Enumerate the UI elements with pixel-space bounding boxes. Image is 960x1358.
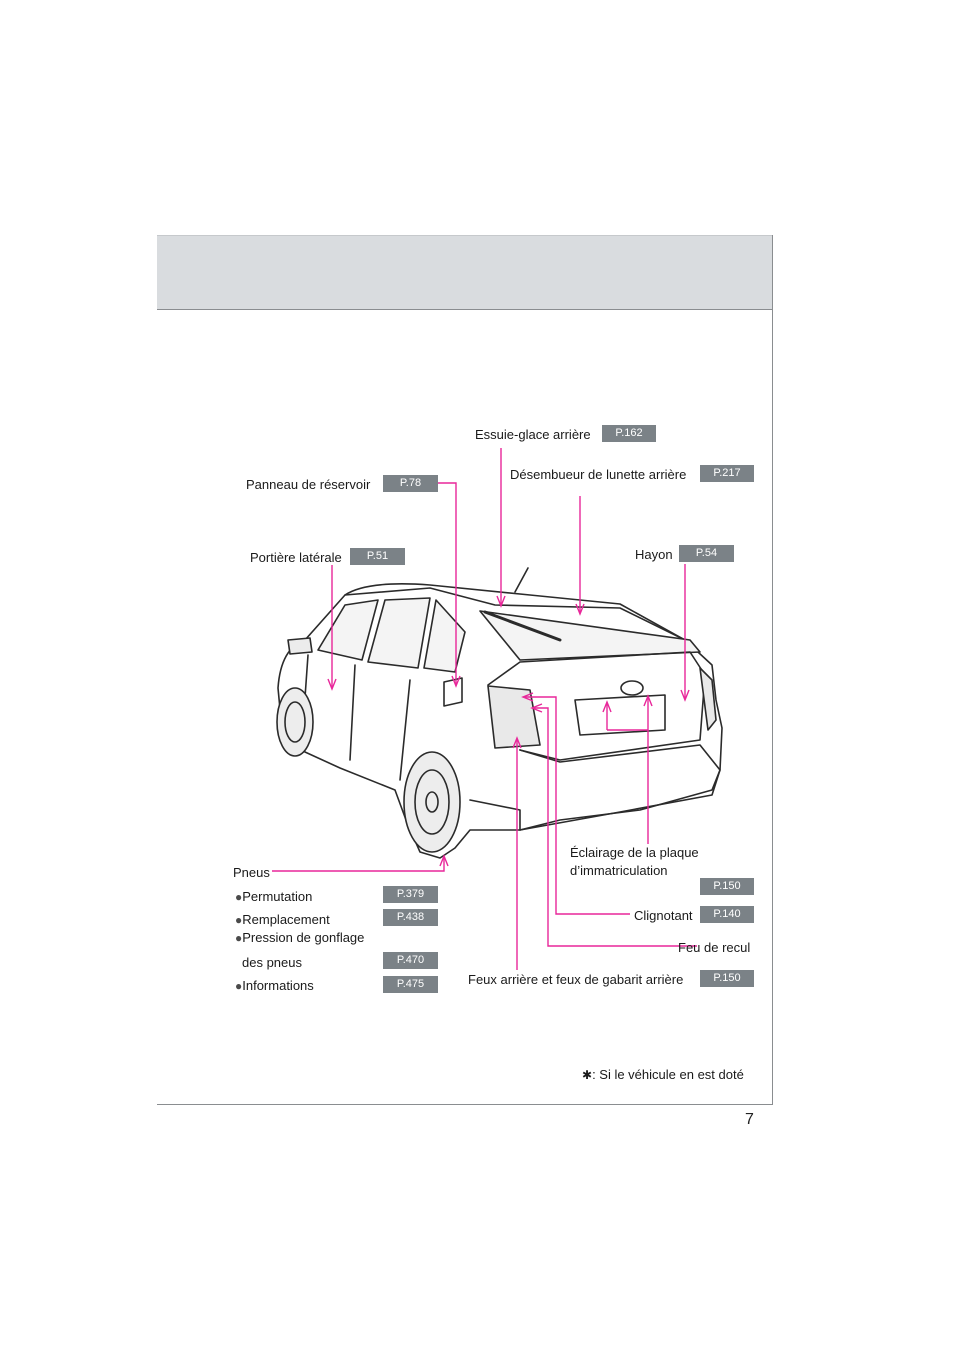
bullet-icon: ●	[235, 913, 243, 927]
ref-feux-arriere[interactable]: P.150	[700, 970, 754, 987]
ref-informations[interactable]: P.475	[383, 976, 438, 993]
label-desembueur: Désembueur de lunette arrière	[510, 467, 687, 482]
footnote: ✱: Si le véhicule en est doté	[582, 1067, 744, 1082]
label-pneus: Pneus	[233, 865, 270, 880]
ref-desembueur[interactable]: P.217	[700, 465, 754, 482]
frame-border-right	[772, 235, 773, 1105]
label-portiere: Portière latérale	[250, 550, 342, 565]
pneus-item-informations: ●Informations	[235, 978, 314, 993]
bullet-icon: ●	[235, 931, 243, 945]
bullet-icon: ●	[235, 979, 243, 993]
label-hayon: Hayon	[635, 547, 673, 562]
label-clignotant: Clignotant	[634, 908, 693, 923]
ref-hayon[interactable]: P.54	[679, 545, 734, 562]
page-number: 7	[745, 1111, 754, 1128]
label-feux-arriere: Feux arrière et feux de gabarit arrière	[468, 972, 684, 987]
ref-essuie-glace[interactable]: P.162	[602, 425, 656, 442]
ref-portiere[interactable]: P.51	[350, 548, 405, 565]
bullet-icon: ●	[235, 890, 243, 904]
ref-remplacement[interactable]: P.438	[383, 909, 438, 926]
ref-eclairage[interactable]: P.150	[700, 878, 754, 895]
ref-clignotant[interactable]: P.140	[700, 906, 754, 923]
pneus-item-permutation: ●Permutation	[235, 889, 313, 904]
label-feu-recul: Feu de recul	[678, 940, 751, 955]
header-band	[157, 235, 772, 310]
pneus-item-pression: ●Pression de gonflage	[235, 930, 365, 945]
asterisk-icon: ✱	[582, 1068, 593, 1082]
ref-pression[interactable]: P.470	[383, 952, 438, 969]
label-essuie-glace: Essuie-glace arrière	[475, 427, 591, 442]
label-eclairage-line1: Éclairage de la plaque	[570, 845, 699, 860]
ref-permutation[interactable]: P.379	[383, 886, 438, 903]
label-eclairage-line2: d’immatriculation	[570, 863, 668, 878]
pneus-item-remplacement: ●Remplacement	[235, 912, 330, 927]
frame-border-bottom	[157, 1104, 773, 1105]
ref-panneau-reservoir[interactable]: P.78	[383, 475, 438, 492]
pneus-item-pression-cont: des pneus	[242, 955, 302, 970]
label-panneau-reservoir: Panneau de réservoir	[246, 477, 371, 492]
